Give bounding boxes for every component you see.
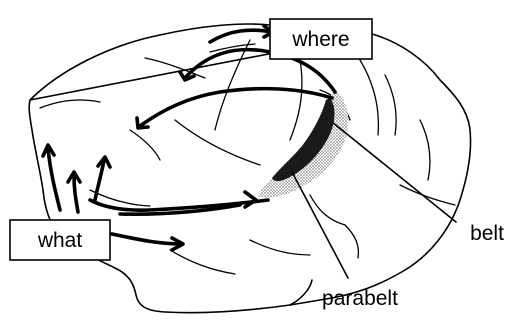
- where-arrow-lower: [140, 89, 332, 126]
- belt-label: belt: [470, 222, 504, 245]
- what-arrow-4: [74, 176, 78, 212]
- where-label: where: [291, 28, 349, 51]
- parabelt-region: [258, 90, 348, 198]
- what-arrow-3: [48, 148, 60, 210]
- brain-outline: [29, 24, 470, 313]
- what-arrow-1-head: [245, 192, 256, 207]
- parabelt-label: parabelt: [322, 287, 398, 310]
- what-label-box: what: [10, 220, 110, 260]
- cortex-contour: [29, 24, 470, 313]
- where-label-box: where: [270, 19, 372, 59]
- what-label: what: [37, 229, 83, 252]
- belt-pointer: [332, 122, 456, 222]
- parabelt-pointer: [292, 172, 348, 278]
